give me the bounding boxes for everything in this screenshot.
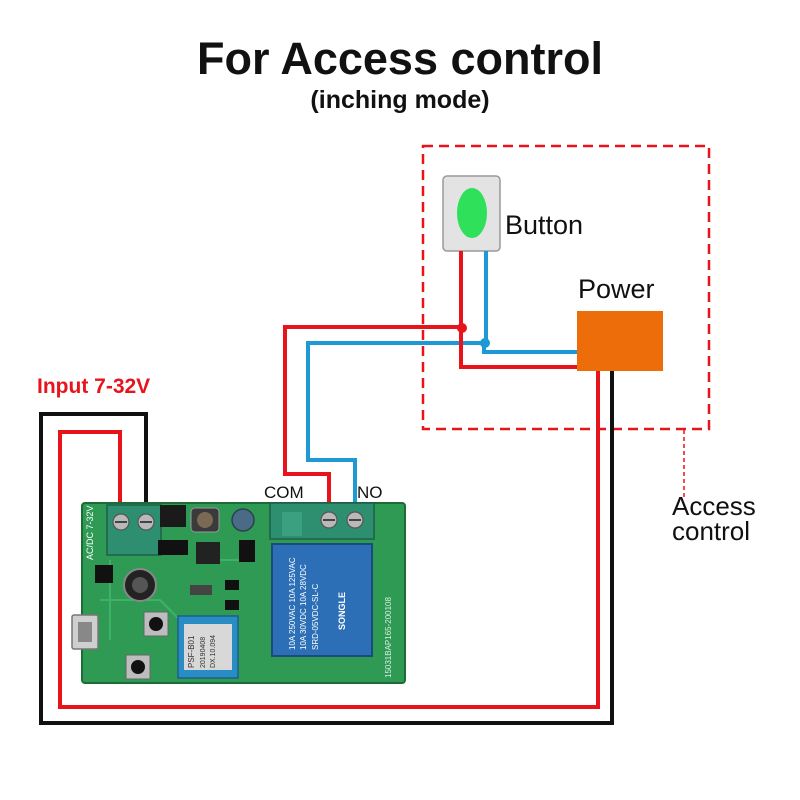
power-label: Power [578, 274, 655, 304]
relay-brand: SONGLE [337, 592, 347, 630]
input-terminal-block [106, 504, 162, 556]
access-control-enclosure [421, 144, 711, 431]
access-control-label-line1: Access [672, 491, 756, 521]
red-wire-com [283, 325, 462, 512]
page-subtitle: (inching mode) [310, 86, 489, 114]
relay-pcb-board: AC/DC 7-32V PSF-B01 20190408 DX.10.094 [71, 502, 406, 684]
red-wire-junction [457, 323, 467, 333]
relay-model: SRD-05VDC-SL-C [311, 584, 320, 650]
button-label: Button [505, 210, 583, 240]
relay-rating-2: 10A 30VDC 10A 28VDC [299, 564, 308, 650]
wifi-module-marking-1: PSF-B01 [187, 635, 196, 668]
blue-wire-no-to-power [306, 341, 577, 512]
blue-wire-junction [480, 338, 490, 348]
input-terminal-marking: AC/DC 7-32V [85, 505, 95, 560]
board-serial: 15031BAP165-200108 [384, 596, 393, 678]
black-wire-loop [39, 371, 614, 725]
relay-rating-1: 10A 250VAC 10A 125VAC [288, 557, 297, 650]
wifi-module-marking-2: 20190408 [200, 637, 207, 668]
access-control-label-line2: control [672, 516, 750, 546]
relay [271, 543, 373, 657]
com-terminal-label: COM [264, 483, 304, 502]
input-voltage-label: Input 7-32V [37, 375, 150, 398]
power-supply-box [577, 311, 663, 371]
no-terminal-label: NO [357, 483, 383, 502]
page-title: For Access control [197, 33, 603, 84]
red-wire-button-to-power [459, 251, 577, 369]
red-wire-loop [58, 371, 600, 709]
wifi-module-marking-3: DX.10.094 [210, 635, 217, 668]
push-button-green-cap [457, 188, 487, 238]
